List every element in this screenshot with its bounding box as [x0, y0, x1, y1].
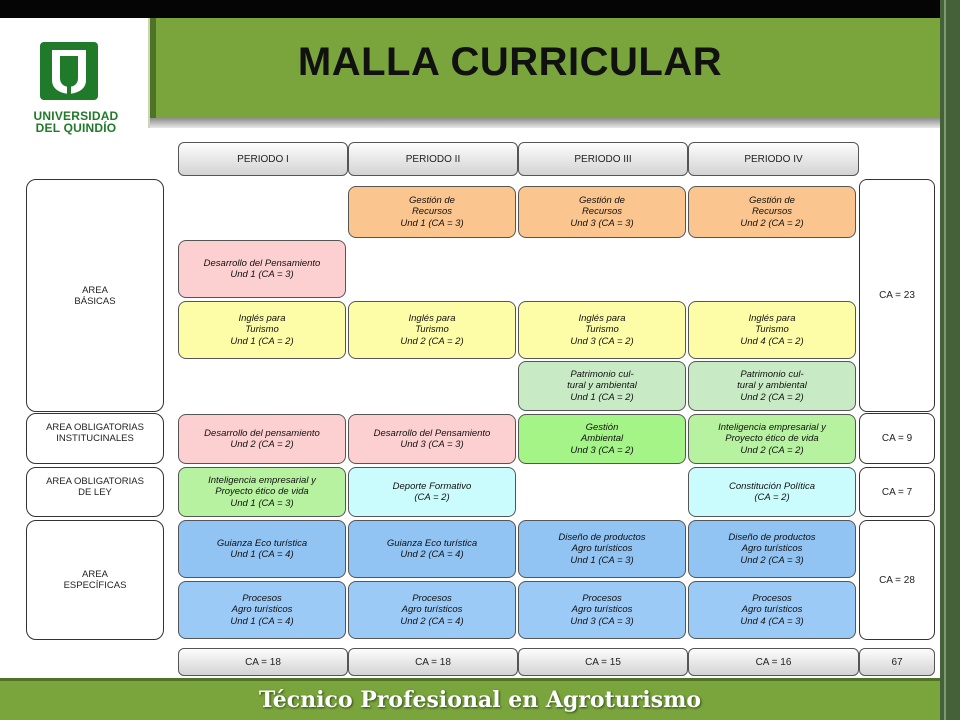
header-band: [0, 18, 940, 124]
grand-total: 67: [859, 648, 935, 676]
period-header-3: PERIODO III: [518, 142, 688, 176]
header-shadow: [150, 118, 940, 128]
area-total-basicas: CA = 23: [859, 179, 935, 412]
footer-title: Técnico Profesional en Agroturismo: [258, 687, 702, 713]
header-divider: [150, 18, 156, 124]
top-bar: [0, 0, 960, 18]
logo-text-line1: UNIVERSIDAD: [33, 109, 119, 123]
university-logo: UNIVERSIDAD DEL QUINDÍO: [0, 18, 150, 134]
period-header-1: PERIODO I: [178, 142, 348, 176]
right-edge-bar: [940, 0, 960, 720]
period-header-2: PERIODO II: [348, 142, 518, 176]
period-total-3: CA = 15: [518, 648, 688, 676]
course-constitucion-politica-p4: Constitución Política(CA = 2): [688, 467, 856, 517]
area-total-institucionales: CA = 9: [859, 413, 935, 464]
footer-band: [0, 678, 940, 720]
course-deporte-formativo-p2: Deporte Formativo(CA = 2): [348, 467, 516, 517]
area-total-especificas: CA = 28: [859, 520, 935, 640]
university-shield-icon: [40, 42, 98, 100]
period-total-4: CA = 16: [688, 648, 859, 676]
right-edge-line: [944, 0, 946, 720]
area-total-ley: CA = 7: [859, 467, 935, 517]
period-header-4: PERIODO IV: [688, 142, 859, 176]
page-title: MALLA CURRICULAR: [297, 40, 723, 84]
logo-text-line2: DEL QUINDÍO: [35, 121, 117, 135]
period-total-2: CA = 18: [348, 648, 518, 676]
period-total-1: CA = 18: [178, 648, 348, 676]
